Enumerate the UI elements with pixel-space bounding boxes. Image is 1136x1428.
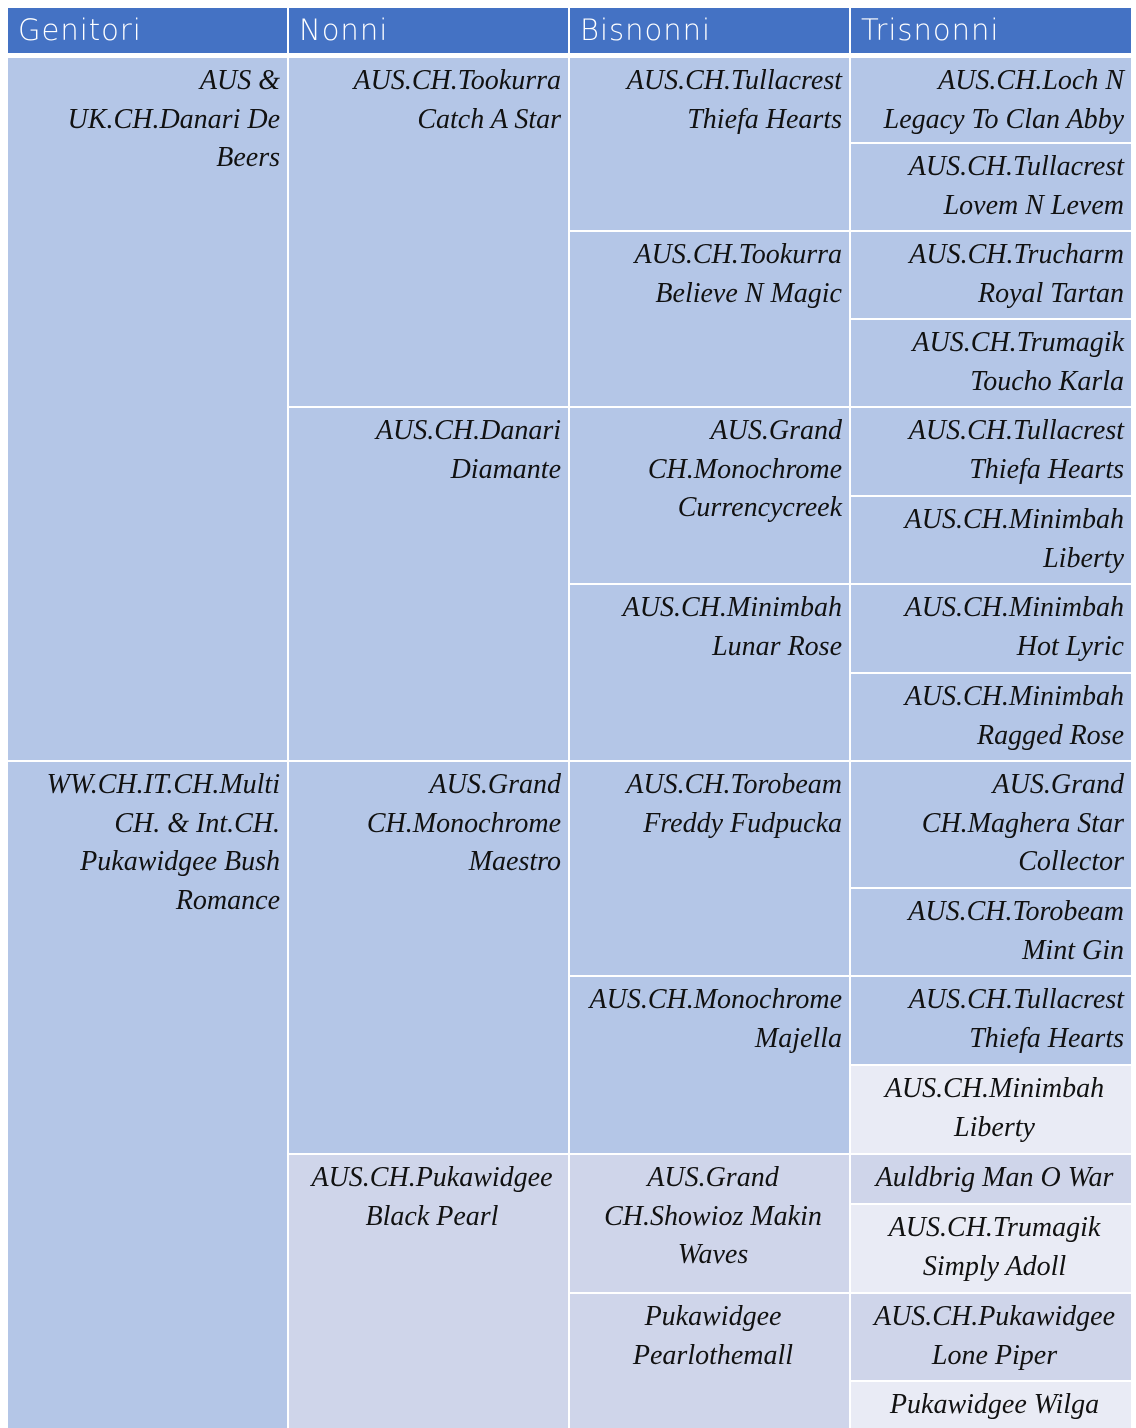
header-genitori: Genitori	[8, 8, 287, 53]
great-great-grandparent: Auldbrig Man O War	[851, 1155, 1131, 1203]
great-great-grandparent: AUS.CH.Tullacrest Thiefa Hearts	[851, 977, 1131, 1064]
pedigree-header: Genitori Nonni Bisnonni Trisnonni	[8, 8, 1131, 53]
great-great-grandparent: AUS.CH.Tullacrest Lovem N Levem	[851, 144, 1131, 230]
great-great-grandparent: AUS.CH.Pukawidgee Lone Piper	[851, 1294, 1131, 1380]
great-great-grandparent: Pukawidgee Wilga	[851, 1382, 1131, 1428]
pedigree-table: AUS & UK.CH.Danari De Beers WW.CH.IT.CH.…	[8, 58, 1131, 1428]
great-grandparent: AUS.Grand CH.Showioz Makin Waves	[570, 1155, 849, 1292]
dam: WW.CH.IT.CH.Multi CH. & Int.CH. Pukawidg…	[8, 762, 287, 1428]
great-great-grandparent: AUS.CH.Tullacrest Thiefa Hearts	[851, 408, 1131, 495]
great-grandparent: AUS.CH.Tookurra Believe N Magic	[570, 232, 849, 406]
grandparent: AUS.Grand CH.Monochrome Maestro	[289, 762, 568, 1153]
great-great-grandparent: AUS.CH.Trumagik Simply Adoll	[851, 1205, 1131, 1292]
great-grandparent: AUS.CH.Torobeam Freddy Fudpucka	[570, 762, 849, 975]
great-great-grandparent: AUS.CH.Torobeam Mint Gin	[851, 889, 1131, 975]
great-great-grandparent: AUS.CH.Loch N Legacy To Clan Abby	[851, 58, 1131, 142]
great-great-grandparent: AUS.CH.Minimbah Liberty	[851, 497, 1131, 583]
header-bisnonni: Bisnonni	[570, 8, 849, 53]
great-great-grandparent: AUS.CH.Minimbah Liberty	[851, 1066, 1131, 1153]
great-great-grandparent: AUS.CH.Minimbah Ragged Rose	[851, 674, 1131, 760]
header-trisnonni: Trisnonni	[851, 8, 1131, 53]
grandparent: AUS.CH.Tookurra Catch A Star	[289, 58, 568, 406]
grandparent: AUS.CH.Pukawidgee Black Pearl	[289, 1155, 568, 1428]
great-grandparent: AUS.CH.Tullacrest Thiefa Hearts	[570, 58, 849, 230]
great-great-grandparent: AUS.Grand CH.Maghera Star Collector	[851, 762, 1131, 887]
grandparent: AUS.CH.Danari Diamante	[289, 408, 568, 760]
great-great-grandparent: AUS.CH.Trucharm Royal Tartan	[851, 232, 1131, 318]
great-grandparent: AUS.CH.Monochrome Majella	[570, 977, 849, 1153]
great-grandparent: Pukawidgee Pearlothemall	[570, 1294, 849, 1428]
great-great-grandparent: AUS.CH.Minimbah Hot Lyric	[851, 585, 1131, 672]
header-nonni: Nonni	[289, 8, 568, 53]
great-grandparent: AUS.Grand CH.Monochrome Currencycreek	[570, 408, 849, 583]
sire: AUS & UK.CH.Danari De Beers	[8, 58, 287, 760]
great-grandparent: AUS.CH.Minimbah Lunar Rose	[570, 585, 849, 760]
great-great-grandparent: AUS.CH.Trumagik Toucho Karla	[851, 320, 1131, 406]
